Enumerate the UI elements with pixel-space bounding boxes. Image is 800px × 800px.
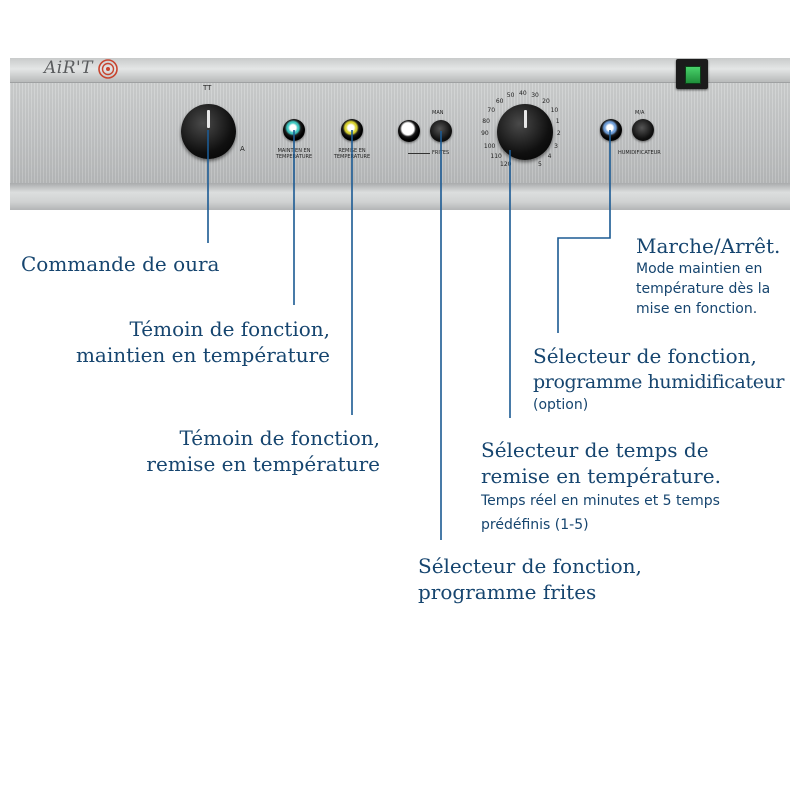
humid-top-mark: M/A <box>635 110 645 116</box>
dial-number: 1 <box>555 118 560 126</box>
brand-logo: AiR'T <box>44 58 94 78</box>
callout-frites-line2: programme frites <box>418 580 597 604</box>
frites-indicator-lamp <box>398 120 420 142</box>
panel-bottom-edge <box>10 183 790 210</box>
panel-top-edge <box>10 58 790 82</box>
callout-marche-sub1: Mode maintien en <box>636 261 763 277</box>
dial-number: 2 <box>556 130 561 138</box>
callout-remise-line1: Témoin de fonction, <box>179 426 381 450</box>
dial-number: 3 <box>554 142 558 150</box>
callout-remise: Témoin de fonction, remise en températur… <box>146 425 380 477</box>
callout-marche-sub3: mise en fonction. <box>636 301 758 317</box>
dial-number: 30 <box>531 92 539 100</box>
dial-number: 90 <box>481 130 489 138</box>
callout-maintien: Témoin de fonction, maintien en températ… <box>76 316 330 368</box>
oura-knob-pointer <box>207 110 210 128</box>
callout-marche: Marche/Arrêt. Mode maintien en températu… <box>636 233 780 319</box>
leader-humid <box>557 130 611 333</box>
dial-number: 5 <box>538 160 542 168</box>
callout-humid-line2: programme humidificateur <box>533 371 785 393</box>
humid-selector-button[interactable] <box>632 119 654 141</box>
callout-frites: Sélecteur de fonction, programme frites <box>418 553 642 605</box>
callout-marche-title: Marche/Arrêt. <box>636 234 781 258</box>
callout-humid: Sélecteur de fonction, programme humidif… <box>533 343 784 415</box>
callout-temps-line2: remise en température. <box>481 464 721 488</box>
callout-temps: Sélecteur de temps de remise en températ… <box>481 437 721 535</box>
frites-top-mark: MAN <box>432 110 444 116</box>
humid-indicator-lamp <box>600 119 622 141</box>
callout-temps-sub1: Temps réel en minutes et 5 temps <box>481 493 720 509</box>
oura-knob-side-mark: A <box>240 145 245 153</box>
dial-number: 100 <box>483 142 496 150</box>
dial-number: 20 <box>542 97 550 105</box>
callout-temps-line1: Sélecteur de temps de <box>481 438 709 462</box>
dial-number: 40 <box>519 90 527 97</box>
dial-number: 60 <box>495 97 504 105</box>
temps-selector-knob[interactable] <box>497 104 553 160</box>
callout-temps-sub2: prédéfinis (1-5) <box>481 517 589 533</box>
frites-caption-rule <box>408 153 430 154</box>
dial-number: 50 <box>506 92 515 100</box>
oura-knob-top-mark: TT <box>203 84 212 92</box>
dial-number: 80 <box>482 118 490 126</box>
power-switch-rocker <box>685 66 701 84</box>
callout-maintien-line2: maintien en température <box>75 343 330 367</box>
callout-frites-line1: Sélecteur de fonction, <box>418 554 642 578</box>
dial-number: 70 <box>487 106 496 114</box>
dial-number: 110 <box>490 153 502 161</box>
callout-humid-sub1: (option) <box>533 397 589 413</box>
callout-marche-sub2: température dès la <box>636 281 771 297</box>
dial-number: 10 <box>550 106 559 114</box>
dial-number: 4 <box>547 153 552 161</box>
callout-oura: Commande de oura <box>21 251 219 277</box>
temps-knob-pointer <box>523 110 527 128</box>
callout-oura-title: Commande de oura <box>21 252 220 276</box>
brand-swirl-icon <box>98 59 118 79</box>
humid-panel-caption: HUMIDIFICATEUR <box>618 150 661 156</box>
callout-remise-line2: remise en température <box>146 452 380 476</box>
power-switch[interactable] <box>676 59 708 89</box>
callout-humid-line1: Sélecteur de fonction, <box>533 344 757 368</box>
callout-maintien-line1: Témoin de fonction, <box>129 317 331 341</box>
dial-number: 120 <box>500 160 512 168</box>
